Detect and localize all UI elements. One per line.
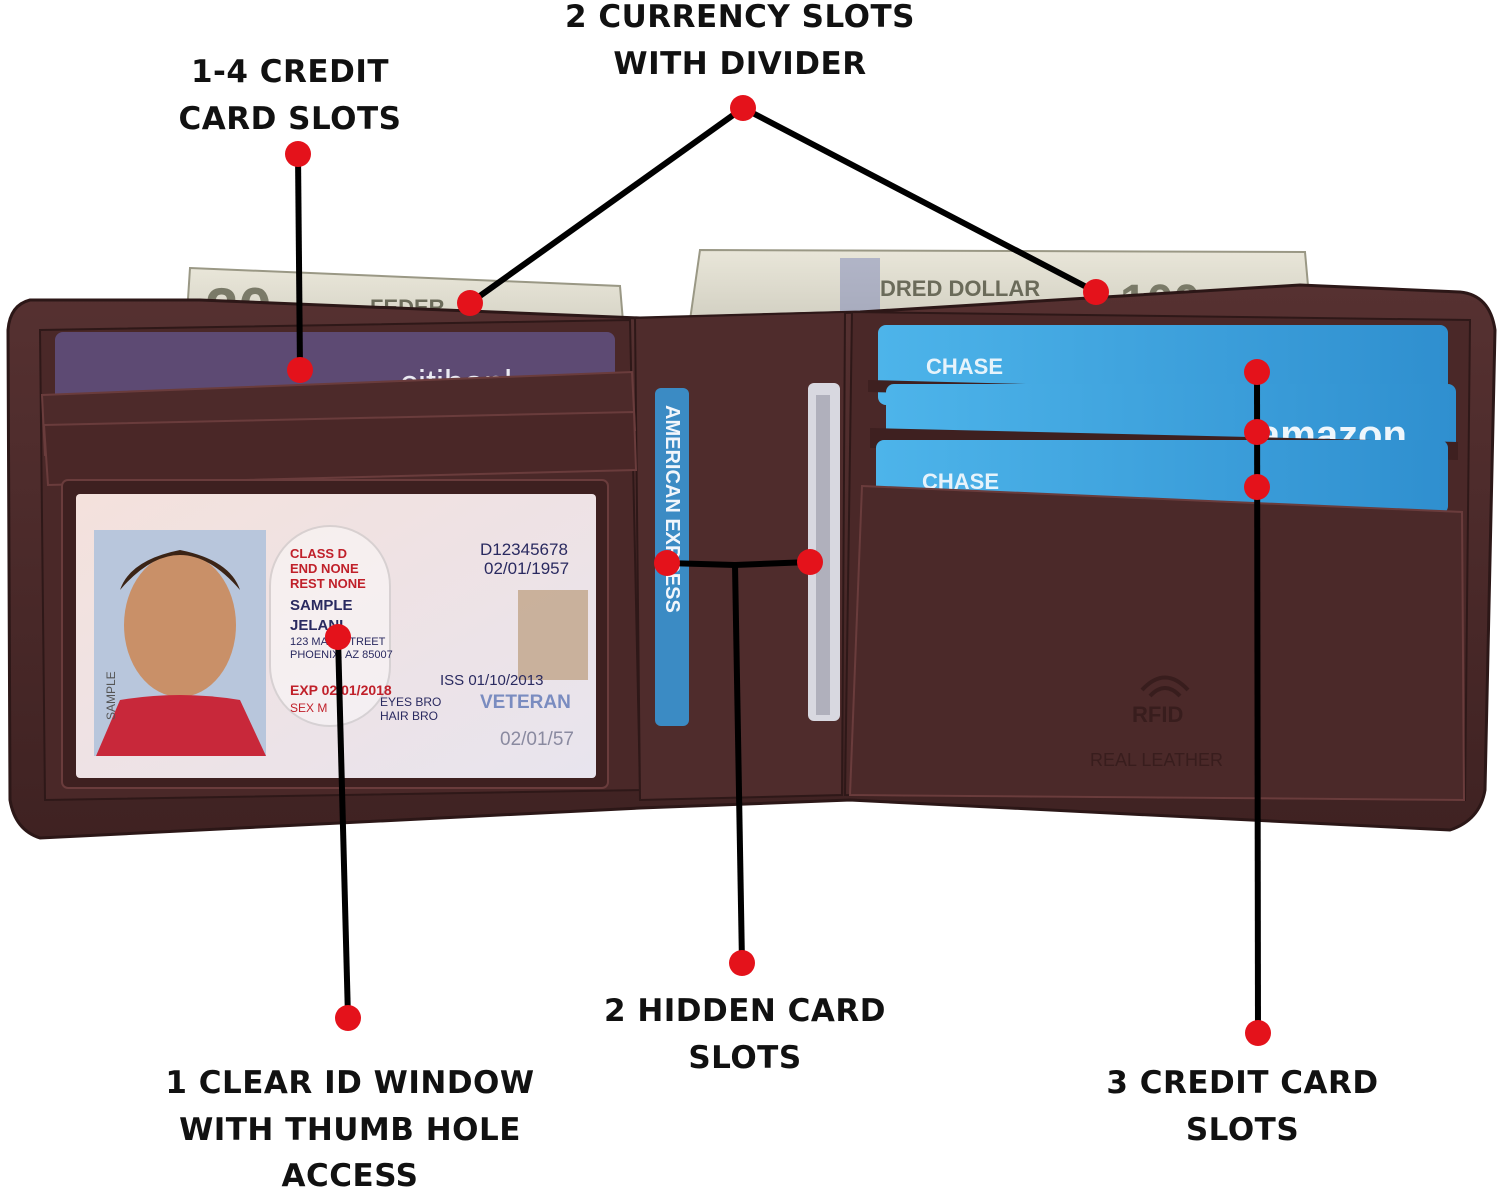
marker-credit-right-1 [1244, 359, 1270, 385]
callout-hidden: 2 HIDDEN CARD SLOTS [585, 988, 905, 1081]
callout-credit-left-line1: 1-4 CREDIT [190, 54, 389, 90]
line-credit-left [295, 153, 303, 371]
line-id-window [335, 636, 351, 1019]
id-class: CLASS D [290, 546, 347, 561]
right-front-pocket [848, 484, 1466, 802]
id-dln: D12345678 [480, 540, 568, 559]
marker-id-window [325, 624, 351, 650]
id-iss: ISS 01/10/2013 [440, 672, 543, 689]
id-hair: HAIR BRO [380, 709, 438, 723]
callout-credit-left-line2: CARD SLOTS [178, 100, 402, 137]
callout-credit-right-line2: SLOTS [1185, 1111, 1300, 1148]
id-end: END NONE [290, 561, 359, 576]
marker-credit-right-bottom [1245, 1020, 1271, 1046]
maker-label: REAL LEATHER [1090, 750, 1223, 770]
marker-currency-left [457, 290, 483, 316]
left-slot-pocket-2 [42, 410, 638, 487]
id-side: SAMPLE [104, 671, 118, 720]
line-hidden-horizontal [666, 559, 811, 569]
bill-right-text: DRED DOLLAR [880, 276, 1040, 301]
id-sex: SEX M [290, 701, 327, 715]
marker-hidden-right [797, 549, 823, 575]
callout-credit-right: 3 CREDIT CARD SLOTS [1090, 1060, 1395, 1153]
id-eyes: EYES BRO [380, 695, 441, 709]
id-date-bottom: 02/01/57 [500, 729, 574, 750]
marker-credit-right-2 [1244, 419, 1270, 445]
hidden-card-2 [808, 383, 840, 721]
callout-credit-left: 1-4 CREDIT CARD SLOTS [145, 49, 435, 142]
callout-hidden-line2: SLOTS [688, 1039, 802, 1076]
marker-hidden-bottom [729, 950, 755, 976]
marker-credit-right-3 [1244, 474, 1270, 500]
callout-credit-right-line1: 3 CREDIT CARD [1106, 1065, 1379, 1101]
callout-id-window-line2: WITH THUMB HOLE [179, 1111, 521, 1148]
line-hidden-vertical [732, 564, 745, 964]
callout-currency: 2 CURRENCY SLOTS WITH DIVIDER [540, 0, 940, 87]
callout-currency-line2: WITH DIVIDER [613, 45, 867, 82]
marker-credit-left-top [285, 141, 311, 167]
id-veteran: VETERAN [480, 692, 571, 713]
id-rest: REST NONE [290, 576, 366, 591]
markers [285, 95, 1271, 1046]
thumb-hole [269, 525, 391, 727]
line-currency-right [741, 105, 1098, 295]
callout-hidden-line1: 2 HIDDEN CARD [603, 993, 887, 1029]
id-name1: SAMPLE [290, 597, 353, 614]
callout-id-window-line3: ACCESS [281, 1158, 419, 1194]
callout-currency-line1: 2 CURRENCY SLOTS [565, 0, 915, 35]
marker-credit-left [287, 357, 313, 383]
id-photo-face [124, 553, 236, 697]
line-currency-left [468, 105, 745, 306]
callout-id-window: 1 CLEAR ID WINDOW WITH THUMB HOLE ACCESS [150, 1060, 550, 1200]
marker-id-bottom [335, 1005, 361, 1031]
rfid-label: RFID [1132, 702, 1183, 727]
line-credit-right [1254, 371, 1261, 1034]
id-dob: 02/01/1957 [484, 559, 569, 578]
rfid-logo: RFID REAL LEATHER [1090, 675, 1223, 770]
callout-id-window-line1: 1 CLEAR ID WINDOW [165, 1065, 535, 1101]
card-chase-1-label: CHASE [926, 354, 1003, 379]
marker-hidden-left [654, 550, 680, 576]
marker-currency-top [730, 95, 756, 121]
callout-lines [295, 105, 1261, 1034]
hidden-card-amex-label: AMERICAN EXPRESS [661, 405, 683, 613]
marker-currency-right [1083, 279, 1109, 305]
